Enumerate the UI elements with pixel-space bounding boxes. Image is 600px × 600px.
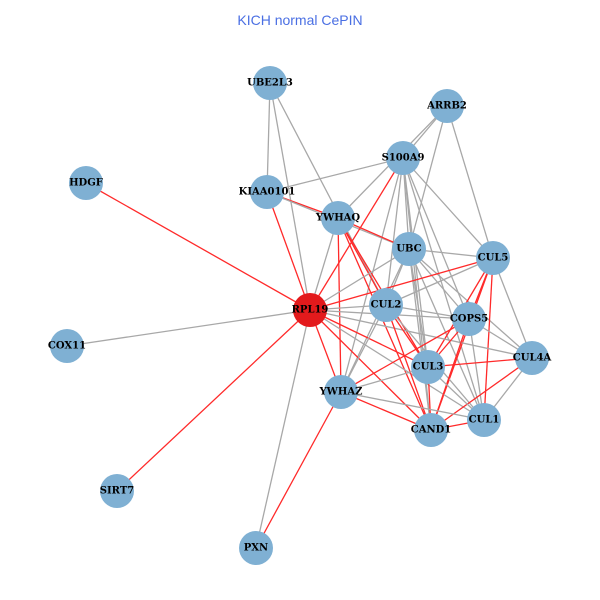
node-cul3: CUL3 [411,350,445,384]
edge-ubc-cul1 [408,248,485,421]
node-cox11: COX11 [48,329,86,363]
node-label: UBC [396,244,421,255]
node-hdgf: HDGF [69,166,103,200]
node-circle [100,474,134,508]
edge-rpl19-cul4a [309,309,533,359]
edge-rpl19-hdgf [85,182,311,311]
edge-ubc-rpl19 [309,248,410,311]
node-circle [50,329,84,363]
edge-ywhaz-cul1 [340,391,485,421]
node-circle [386,141,420,175]
edge-ube2l3-kiaa0101 [266,82,271,193]
edge-cops5-ywhaz [340,318,470,393]
node-label: SIRT7 [100,486,134,497]
edge-ubc-cul3 [408,248,429,368]
node-label: RPL19 [292,305,329,316]
edge-s100a9-cul2 [385,157,404,306]
node-label: YWHAQ [315,213,361,224]
edge-kiaa0101-rpl19 [266,191,311,311]
node-label: CAND1 [411,425,452,436]
node-circle [293,293,327,327]
node-label: KIAA0101 [239,187,296,198]
edge-cul4a-cand1 [430,357,533,431]
node-circle [515,341,549,375]
node-pxn: PXN [239,531,273,565]
node-ywhaq: YWHAQ [315,201,361,235]
node-circle [324,375,358,409]
edge-rpl19-sirt7 [116,309,311,492]
node-circle [250,175,284,209]
edge-arrb2-ubc [408,105,448,250]
edge-rpl19-cand1 [309,309,432,431]
node-circle [430,89,464,123]
edge-cul5-cul2 [385,257,494,306]
node-circle [239,531,273,565]
node-circle [467,403,501,437]
node-label: CUL1 [469,415,500,426]
edge-cul5-cul1 [483,257,494,421]
node-rpl19: RPL19 [292,293,329,327]
edge-rpl19-cul1 [309,309,485,421]
node-label: ARRB2 [426,101,467,112]
edge-rpl19-pxn [255,309,311,549]
edge-kiaa0101-s100a9 [266,157,404,193]
edge-s100a9-cand1 [402,157,432,431]
node-ube2l3: UBE2L3 [247,66,293,100]
edge-ubc-cand1 [408,248,432,431]
edge-ube2l3-rpl19 [269,82,311,311]
node-circle [452,302,486,336]
node-cops5: COPS5 [450,302,488,336]
edge-ywhaq-ywhaz [337,217,342,393]
node-label: COX11 [48,341,86,352]
edge-cops5-cul1 [468,318,485,421]
node-circle [253,66,287,100]
edge-ubc-ywhaz [340,248,410,393]
node-kiaa0101: KIAA0101 [239,175,296,209]
node-label: COPS5 [450,314,488,325]
edge-s100a9-cul5 [402,157,494,259]
node-circle [321,201,355,235]
node-label: CUL5 [478,253,509,264]
node-cul2: CUL2 [369,288,403,322]
node-circle [369,288,403,322]
node-sirt7: SIRT7 [100,474,134,508]
node-cul4a: CUL4A [513,341,552,375]
node-circle [414,413,448,447]
edge-cul5-rpl19 [309,257,494,311]
edge-arrb2-cul5 [446,105,494,259]
edge-ywhaq-cand1 [337,217,432,431]
node-circle [69,166,103,200]
node-circle [476,241,510,275]
node-circle [392,232,426,266]
edge-ywhaz-pxn [255,391,342,549]
edge-s100a9-rpl19 [309,157,404,311]
edge-cul2-cand1 [385,304,432,431]
node-label: HDGF [69,178,103,189]
node-ywhaz: YWHAZ [319,375,363,409]
node-cul1: CUL1 [467,403,501,437]
node-s100a9: S100A9 [382,141,425,175]
figure-title: KICH normal CePIN [237,12,363,28]
edge-cul5-cul4a [492,257,533,359]
edge-rpl19-cox11 [66,309,311,347]
node-circle [411,350,445,384]
node-arrb2: ARRB2 [426,89,467,123]
node-label: CUL4A [513,353,552,364]
node-label: UBE2L3 [247,78,293,89]
node-label: CUL3 [413,362,444,373]
node-cand1: CAND1 [411,413,452,447]
edge-cul4a-cul3 [427,357,533,368]
node-ubc: UBC [392,232,426,266]
node-cul5: CUL5 [476,241,510,275]
node-label: S100A9 [382,153,425,164]
node-label: YWHAZ [319,387,363,398]
edge-ube2l3-cul2 [269,82,387,306]
node-label: CUL2 [371,300,402,311]
node-label: PXN [244,543,268,554]
